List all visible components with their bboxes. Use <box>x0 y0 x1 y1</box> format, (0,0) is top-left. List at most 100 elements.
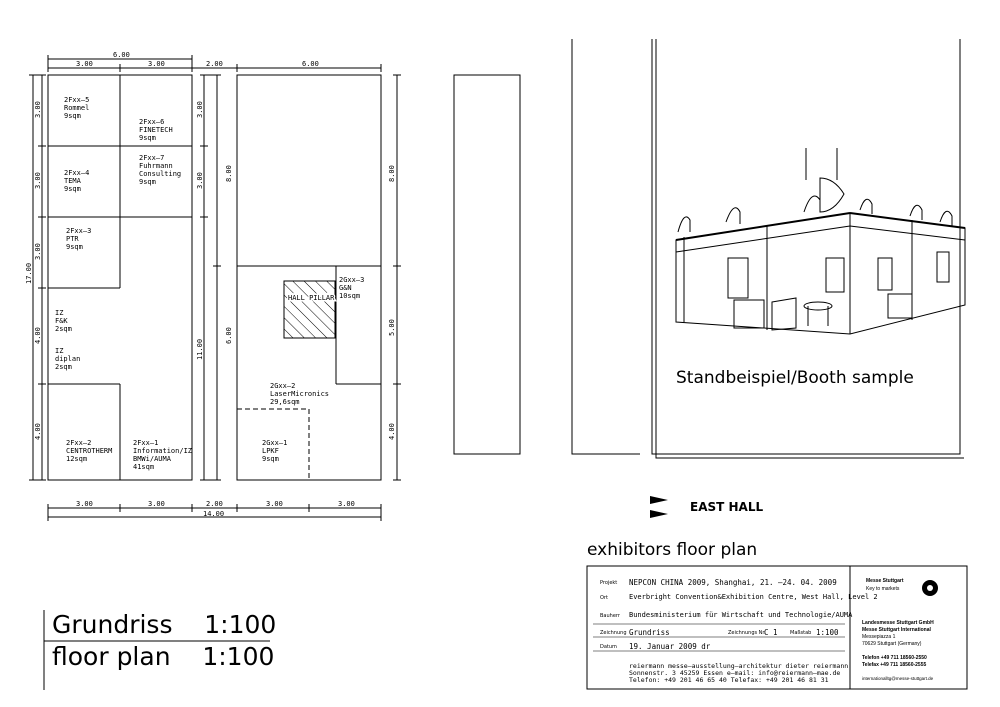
booth-code: 2Fxx–3 <box>66 227 91 235</box>
north-arrow-icon <box>650 496 668 518</box>
logo-text: Messe Stuttgart <box>866 578 904 584</box>
booth-area: 2sqm <box>55 363 72 371</box>
booth-code: IZ <box>55 347 63 355</box>
tb-drawing-no: C 1 <box>764 628 778 637</box>
dim-top-right: 6.00 <box>302 60 319 68</box>
dim-right-a: 8.00 <box>388 165 396 182</box>
tb-drawing-no-label: Zeichnungs Nr. <box>728 630 766 636</box>
dim-bottom-a: 3.00 <box>76 500 93 508</box>
company-fax: Telefax +49 711 18560-2555 <box>862 662 927 668</box>
booth-code: 2Gxx–2 <box>270 382 295 390</box>
booth-area: 9sqm <box>139 134 156 142</box>
booth-area: 12sqm <box>66 455 87 463</box>
logo-text: Key to markets <box>866 586 900 592</box>
booth-area: 41sqm <box>133 463 154 471</box>
booth-area: 2sqm <box>55 325 72 333</box>
tb-key: Zeichnung <box>600 630 627 636</box>
booth-area: 10sqm <box>339 292 360 300</box>
booth-code: 2Fxx–4 <box>64 169 89 177</box>
dim-left-total: 17.00 <box>25 263 33 284</box>
messe-logo: Messe Stuttgart Key to markets <box>862 574 962 604</box>
booth-sample-illustration <box>675 148 966 335</box>
tb-key: Datum <box>600 644 617 650</box>
right-block-outline <box>236 74 382 481</box>
dim-bottom-b: 3.00 <box>148 500 165 508</box>
dim-left-c: 3.00 <box>34 243 42 260</box>
booth-name: TEMA <box>64 177 82 185</box>
dim-top-gap: 2.00 <box>206 60 223 68</box>
booth-name: diplan <box>55 355 80 363</box>
dim-mid-e: 6.00 <box>225 327 233 344</box>
dim-left-e: 4.00 <box>34 423 42 440</box>
booth-name: FINETECH <box>139 126 173 134</box>
booth-name: BMWi/AUMA <box>133 455 172 463</box>
booth-code: 2Fxx–2 <box>66 439 91 447</box>
tb-value: Bundesministerium für Wirtschaft und Tec… <box>629 611 853 619</box>
scale-en: floor plan 1:100 <box>52 642 275 671</box>
dim-mid-d: 8.00 <box>225 165 233 182</box>
dim-top-left-a: 3.00 <box>76 60 93 68</box>
dim-left-d: 4.00 <box>34 327 42 344</box>
booth-code: 2Gxx–3 <box>339 276 364 284</box>
tb-value: 19. Januar 2009 dr <box>629 642 711 651</box>
booth-name: LPKF <box>262 447 279 455</box>
tb-architect: reiermann messe–ausstellung–architektur … <box>629 663 848 684</box>
tb-architect-line: Sonnenstr. 3 45259 Essen e–mail: info@re… <box>629 669 841 677</box>
booth-area: 29,6sqm <box>270 398 300 406</box>
booth-name: PTR <box>66 235 79 243</box>
company-line: 70629 Stuttgart (Germany) <box>862 641 922 647</box>
dim-mid-a: 3.00 <box>196 101 204 118</box>
booth-code: 2Fxx–1 <box>133 439 158 447</box>
exhibitors-title: exhibitors floor plan <box>587 540 758 560</box>
hall-pillar <box>283 280 336 339</box>
company-email: internationalltg@messe-stuttgart.de <box>862 676 934 681</box>
booth-code: 2Fxx–7 <box>139 154 164 162</box>
company-phone: Telefon +49 711 18560-2550 <box>862 655 927 661</box>
dim-right-c: 4.00 <box>388 423 396 440</box>
booth-name: LaserMicronics <box>270 390 329 398</box>
tb-architect-line: reiermann messe–ausstellung–architektur … <box>629 662 849 670</box>
hall-column <box>453 74 521 455</box>
logo-icon <box>922 580 938 596</box>
company-line: Messepiazza 1 <box>862 634 896 640</box>
tb-value: NEPCON CHINA 2009, Shanghai, 21. –24. 04… <box>629 578 837 587</box>
dim-left-b: 3.00 <box>34 172 42 189</box>
tb-architect-line: Telefon: +49 201 46 65 40 Telefax: +49 2… <box>629 676 829 684</box>
tb-scale: 1:100 <box>816 628 839 637</box>
booth-code: 2Gxx–1 <box>262 439 287 447</box>
booth-area: 9sqm <box>64 185 81 193</box>
booth-name: Consulting <box>139 170 181 178</box>
booth-area: 9sqm <box>262 455 279 463</box>
company-line: Messe Stuttgart International <box>862 627 931 633</box>
booth-name: G&N <box>339 284 352 292</box>
booth-sample-caption: Standbeispiel/Booth sample <box>676 368 914 388</box>
tb-scale-label: Maßstab <box>790 630 812 636</box>
dim-right-b: 5.00 <box>388 319 396 336</box>
booth-name: Information/IZ <box>133 447 192 455</box>
dim-mid-b: 3.00 <box>196 172 204 189</box>
tb-value: Everbright Convention&Exhibition Centre,… <box>629 593 878 601</box>
tb-key: Bauherr <box>600 613 620 619</box>
dim-top-left-b: 3.00 <box>148 60 165 68</box>
booth-name: Rommel <box>64 104 89 112</box>
booth-area: 9sqm <box>66 243 83 251</box>
booth-code: 2Fxx–5 <box>64 96 89 104</box>
dim-bottom-total: 14.00 <box>203 510 224 518</box>
booth-name: F&K <box>55 317 68 325</box>
dim-mid-c: 11.00 <box>196 339 204 360</box>
dim-bottom-gap: 2.00 <box>206 500 223 508</box>
dim-bottom-d: 3.00 <box>338 500 355 508</box>
title-block-fields: Projekt NEPCON CHINA 2009, Shanghai, 21.… <box>600 578 878 688</box>
dim-top-total: 6.00 <box>113 51 130 59</box>
booth-code: 2Fxx–6 <box>139 118 164 126</box>
booth-area: 9sqm <box>139 178 156 186</box>
title-block <box>586 565 968 690</box>
tb-value: Grundriss <box>629 628 670 637</box>
tb-key: Projekt <box>600 580 618 586</box>
booth-name: Fuhrmann <box>139 162 173 170</box>
company-line: Landesmesse Stuttgart GmbH <box>862 620 934 626</box>
dim-bottom-c: 3.00 <box>266 500 283 508</box>
title-block-company: Messe Stuttgart Key to markets Landesmes… <box>862 572 964 686</box>
east-hall-label: EAST HALL <box>690 500 764 514</box>
